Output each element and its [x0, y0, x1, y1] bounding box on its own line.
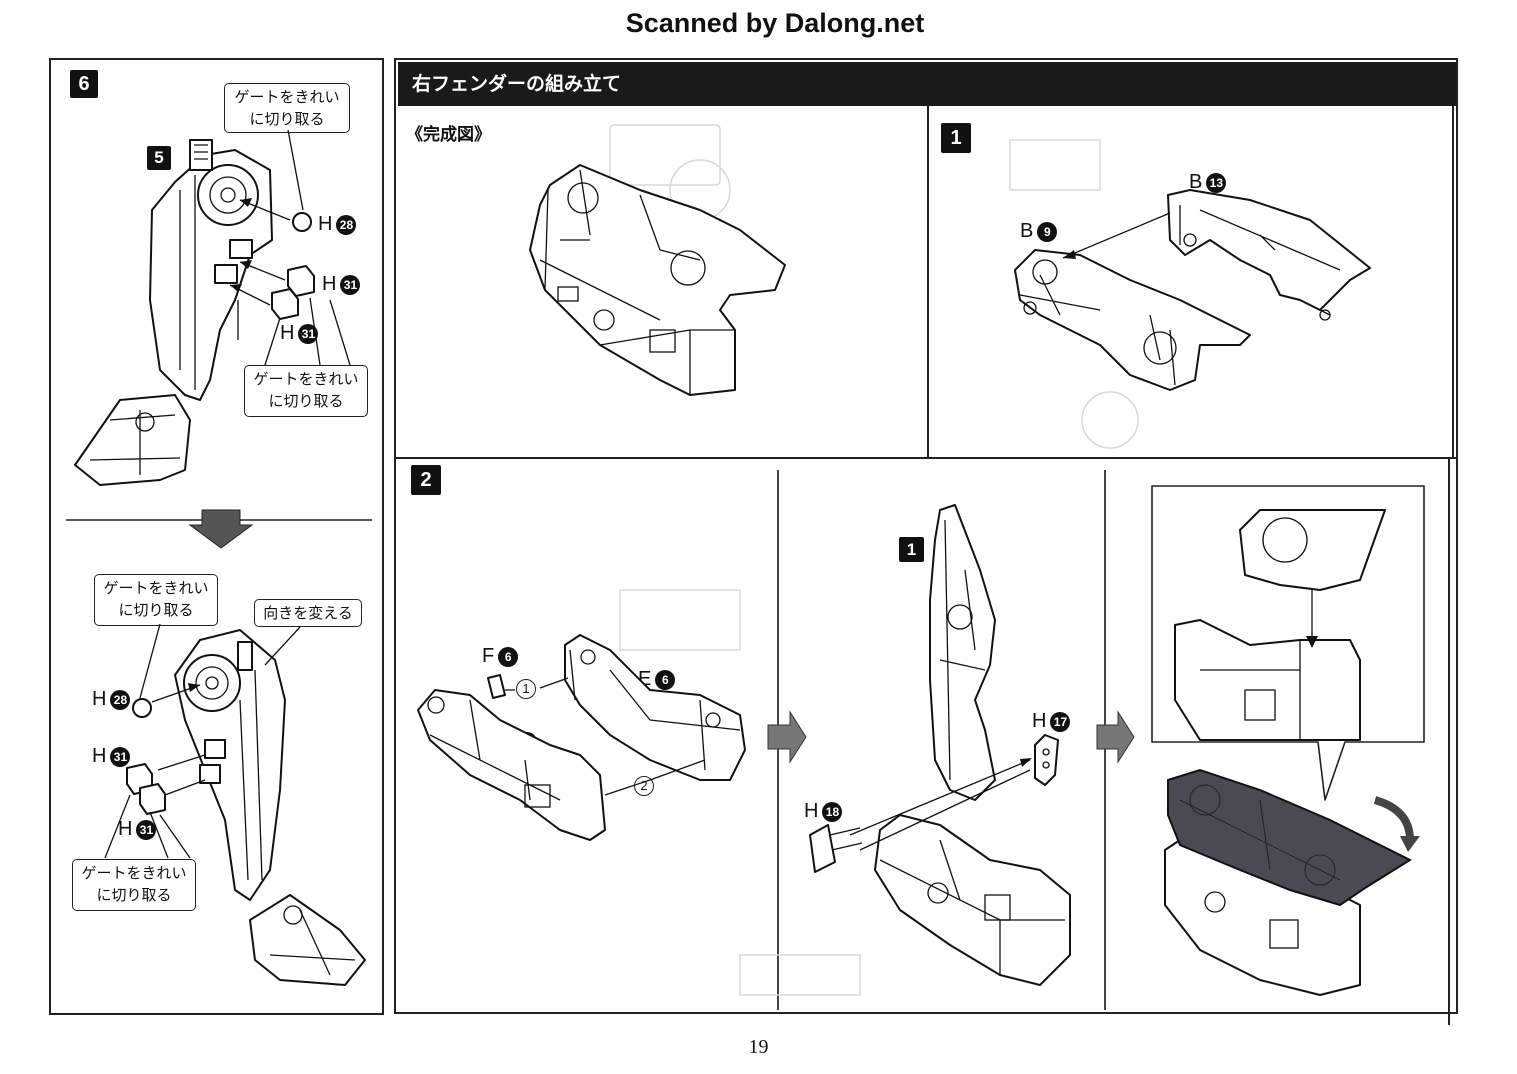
part-letter: F [482, 645, 495, 667]
part-number-badge: 9 [1037, 221, 1058, 242]
part-letter: H [118, 818, 133, 840]
page-number: 19 [748, 1036, 769, 1058]
part-number-badge: 31 [298, 323, 319, 344]
part-letter: H [322, 273, 337, 295]
part-number-badge: 17 [1050, 711, 1071, 732]
part-letter: H [92, 745, 107, 767]
step-number-6: 6 [70, 70, 98, 98]
step-ref-1: 1 [899, 537, 924, 562]
order-mark-1: 1 [516, 678, 536, 699]
part-number-badge: 13 [1206, 172, 1227, 193]
step6-panel [49, 58, 384, 1015]
leg-assembly-top [74, 129, 351, 486]
step2-finished-fender [1164, 768, 1420, 996]
part-number-badge: 31 [110, 746, 131, 767]
step2-subassembly-b [809, 504, 1071, 986]
gate-trim-note-4: ゲートをきれい に切り取る [72, 859, 196, 911]
part-letter: H [318, 213, 333, 235]
step-number-2: 2 [411, 465, 441, 495]
part-letter: H [92, 688, 107, 710]
step2-box-right [1448, 459, 1450, 1025]
step2-subassembly-a [417, 634, 746, 841]
step2-detail-callout [1151, 485, 1425, 801]
step1-fender-drawing [1014, 189, 1371, 391]
leg-assembly-bottom [104, 623, 366, 986]
completed-view-label: 《完成図》 [406, 125, 491, 145]
part-letter: H [280, 322, 295, 344]
part-letter: H [1032, 710, 1047, 732]
down-arrow-icon [188, 509, 254, 549]
part-number-badge: 28 [336, 214, 357, 235]
next-arrow-icon [767, 710, 807, 764]
step1-box-right [1452, 106, 1454, 458]
part-number-badge: 31 [340, 274, 361, 295]
part-number-badge: 18 [822, 801, 843, 822]
divider-horizontal [396, 457, 1456, 459]
part-letter: B [1189, 171, 1203, 193]
turn-direction-note: 向きを変える [254, 599, 362, 627]
section-header: 右フェンダーの組み立て [398, 62, 1456, 106]
part-letter: B [1020, 220, 1034, 242]
gate-trim-note-2: ゲートをきれい に切り取る [244, 365, 368, 417]
scan-watermark-title: Scanned by Dalong.net [625, 8, 925, 38]
step-ref-5: 5 [147, 146, 171, 170]
next-arrow-icon [1096, 710, 1135, 764]
gate-trim-note-1: ゲートをきれい に切り取る [224, 83, 350, 133]
part-number-badge: 31 [136, 819, 157, 840]
right-fender-section [394, 58, 1458, 1014]
divider-step1 [927, 106, 929, 458]
completed-fender-drawing [529, 164, 786, 396]
part-letter: H [804, 800, 819, 822]
part-number-badge: 6 [498, 646, 519, 667]
part-number-badge: 6 [655, 669, 676, 690]
gate-trim-note-3: ゲートをきれい に切り取る [94, 574, 218, 626]
step-number-1: 1 [941, 123, 971, 153]
part-number-badge: 28 [110, 689, 131, 710]
